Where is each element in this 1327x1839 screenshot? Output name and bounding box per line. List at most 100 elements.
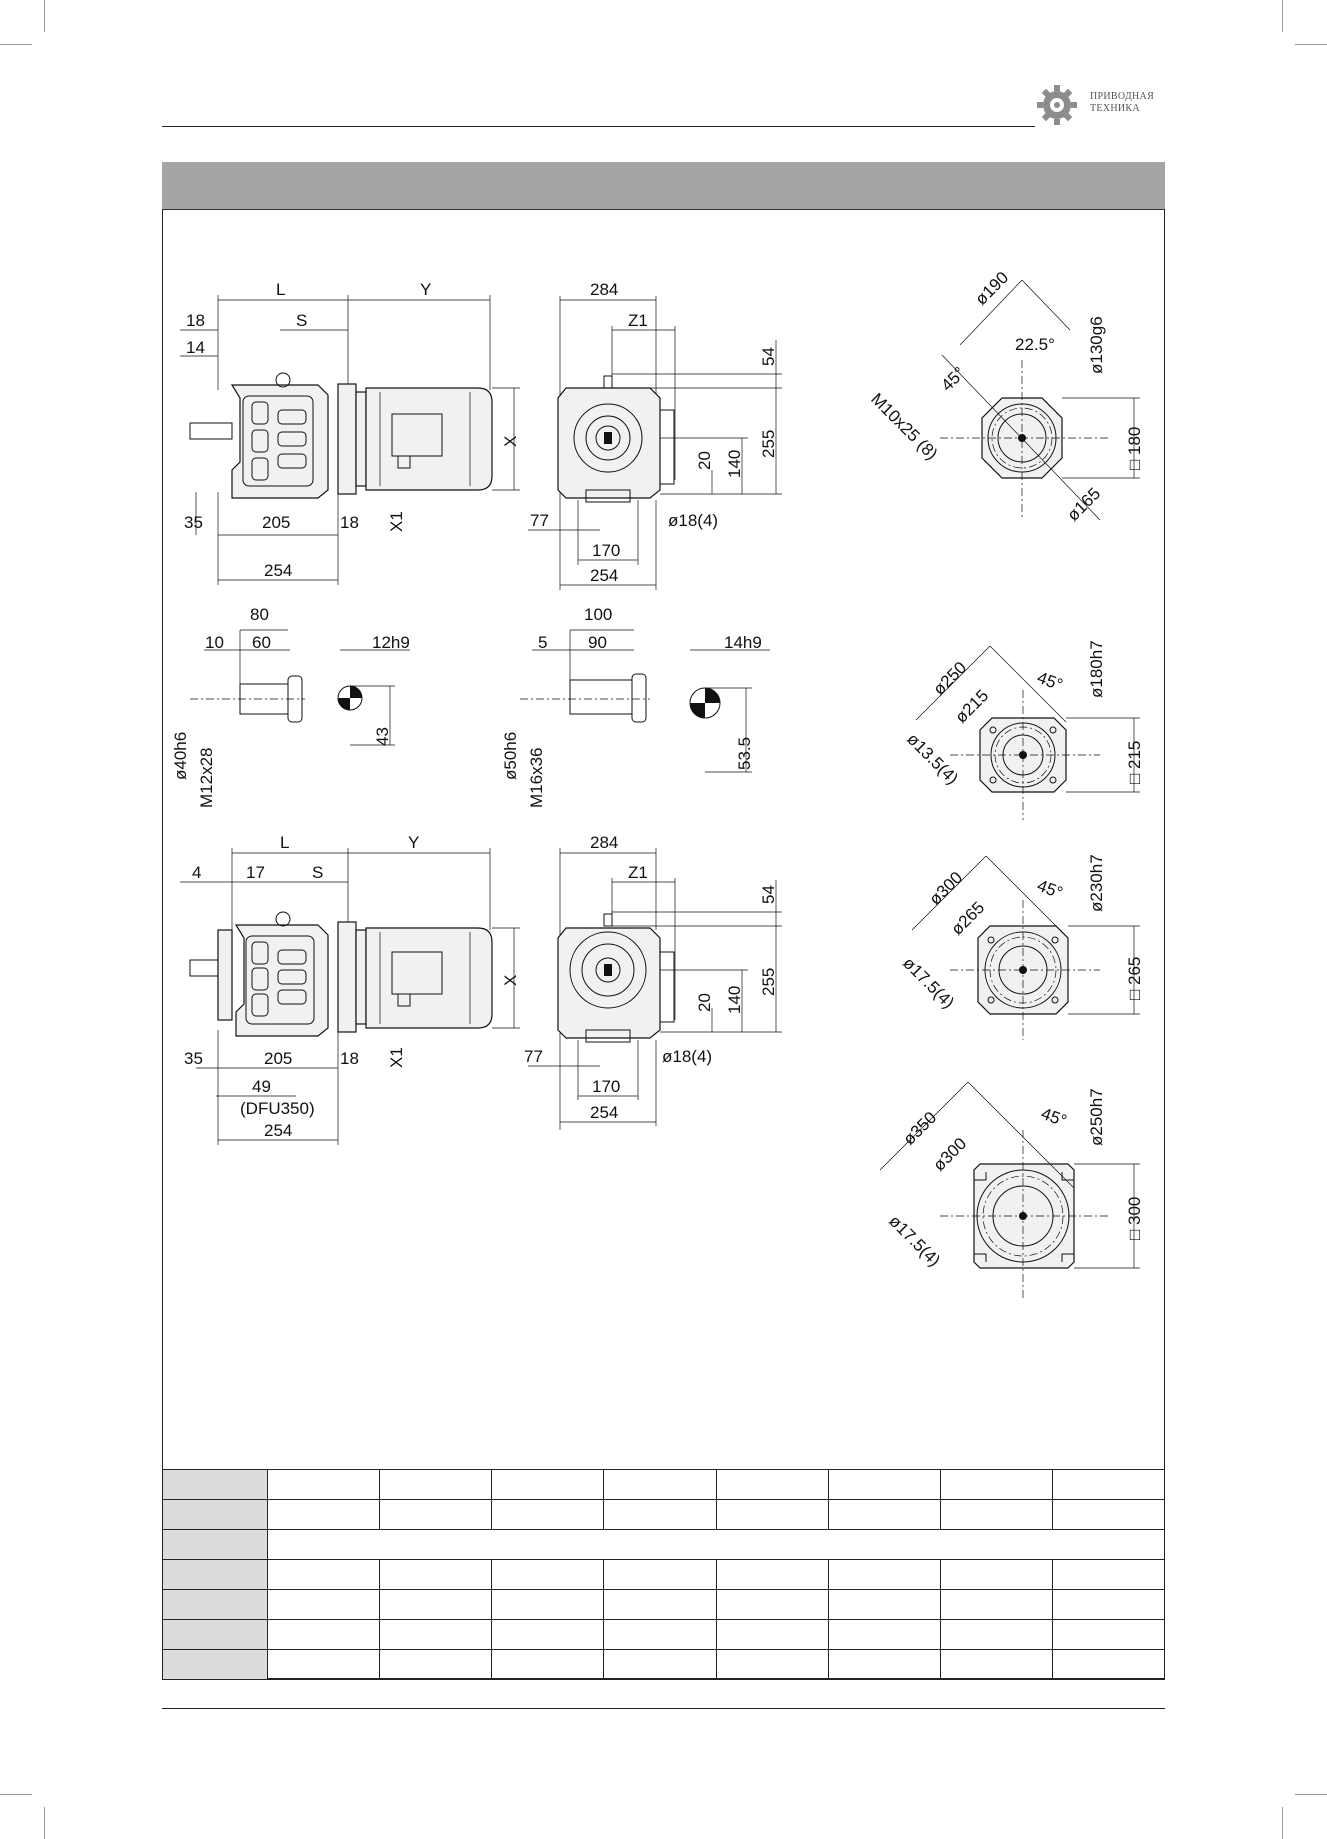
dfu-note: (DFU350) <box>240 1099 315 1118</box>
flange-4: ø350 ø300 45° ø250h7 ø17.5(4) □ 300 <box>879 1081 1144 1300</box>
dim-284-b: 284 <box>590 833 618 852</box>
brand-line-1: ПРИВОДНАЯ <box>1090 91 1155 102</box>
dim-140-b: 140 <box>725 986 744 1014</box>
dim-18: 18 <box>186 311 205 330</box>
dim-254-front: 254 <box>590 566 618 585</box>
table-row <box>162 1589 1166 1620</box>
crop-mark <box>1282 0 1283 32</box>
table-row <box>162 1499 1166 1530</box>
shaft-thread: M12x28 <box>197 748 216 808</box>
dim-18b: 18 <box>340 513 359 532</box>
brand-name: ПРИВОДНАЯ ТЕХНИКА <box>1090 91 1154 115</box>
dim-L: L <box>276 280 285 299</box>
section-header-band <box>162 162 1165 210</box>
dim-255-b: 255 <box>759 968 778 996</box>
dim-80: 80 <box>250 605 269 624</box>
flange-3: ø300 ø265 45° ø230h7 ø17.5(4) □ 265 <box>899 854 1144 1040</box>
key-width-b: 14h9 <box>724 633 762 652</box>
hole-dia: ø18(4) <box>668 511 718 530</box>
dim-77-b: 77 <box>524 1047 543 1066</box>
flange-2: ø250 ø215 45° ø180h7 ø13.5(4) □ 215 <box>903 640 1144 820</box>
flange1-pcd: ø190 <box>971 268 1012 309</box>
dim-35-b: 35 <box>184 1049 203 1068</box>
dim-X-b: X <box>501 975 520 986</box>
crop-mark <box>1295 44 1327 45</box>
dim-54: 54 <box>759 347 778 366</box>
dim-254: 254 <box>264 561 292 580</box>
dim-254-fb: 254 <box>590 1103 618 1122</box>
dim-X1: X1 <box>387 511 406 532</box>
dim-54-b: 54 <box>759 885 778 904</box>
flange2-square: □ 215 <box>1125 741 1144 784</box>
table-row <box>162 1559 1166 1590</box>
brand-line-2: ТЕХНИКА <box>1090 103 1140 114</box>
flange2-outer: ø250 <box>929 658 970 699</box>
flange3-spigot: ø230h7 <box>1087 854 1106 912</box>
flange2-angle: 45° <box>1035 668 1066 695</box>
dim-254-b: 254 <box>264 1121 292 1140</box>
dim-17: 17 <box>246 863 265 882</box>
flange1-angle-1: 22.5° <box>1015 335 1055 354</box>
flange4-pcd: ø300 <box>929 1134 970 1175</box>
shaft-dia-b: ø50h6 <box>501 732 520 780</box>
dim-10: 10 <box>205 633 224 652</box>
flange4-spigot: ø250h7 <box>1087 1088 1106 1146</box>
shaft-dia: ø40h6 <box>171 732 190 780</box>
flange3-angle: 45° <box>1035 876 1066 903</box>
crop-mark <box>44 1807 45 1839</box>
flange4-angle: 45° <box>1039 1104 1070 1131</box>
spec-table <box>162 1469 1166 1680</box>
table-row <box>162 1529 1165 1560</box>
crop-mark <box>44 0 45 32</box>
dim-Z1-b: Z1 <box>628 863 648 882</box>
dim-X: X <box>501 436 520 447</box>
flange1-spigot: ø130g6 <box>1087 316 1106 374</box>
top-rule <box>162 126 1035 127</box>
dim-14: 14 <box>186 338 205 357</box>
dim-4: 4 <box>192 863 201 882</box>
dim-Y-b: Y <box>408 833 419 852</box>
dim-170: 170 <box>592 541 620 560</box>
dim-5: 5 <box>538 633 547 652</box>
flange4-square: □ 300 <box>1125 1197 1144 1240</box>
front-view-top: 284 Z1 54 255 140 20 77 ø18(4) 170 <box>528 280 782 590</box>
flange2-hole: ø13.5(4) <box>903 729 962 788</box>
dim-Z1: Z1 <box>628 311 648 330</box>
dim-Y: Y <box>420 280 431 299</box>
dim-49: 49 <box>252 1077 271 1096</box>
shaft-height-b: 53.5 <box>735 737 754 770</box>
key-width: 12h9 <box>372 633 410 652</box>
dim-X1-b: X1 <box>387 1047 406 1068</box>
flange1-square: □ 180 <box>1125 427 1144 470</box>
dim-100: 100 <box>584 605 612 624</box>
shaft-detail-a: 80 10 60 ø40h6 M12x28 12h9 43 <box>171 605 410 808</box>
gear-logo-icon <box>1037 85 1077 125</box>
flange3-outer: ø300 <box>925 868 966 909</box>
crop-mark <box>1295 1794 1327 1795</box>
dim-S-b: S <box>312 863 323 882</box>
dim-255: 255 <box>759 430 778 458</box>
flange1-thread: M10x25 (8) <box>867 389 941 463</box>
shaft-thread-b: M16x36 <box>527 748 546 808</box>
flange2-pcd: ø215 <box>951 686 992 727</box>
flange-1: ø190 22.5° 45° ø130g6 M10x25 (8) □ 180 ø… <box>867 268 1144 525</box>
dim-18-b: 18 <box>340 1049 359 1068</box>
dim-205: 205 <box>262 513 290 532</box>
dim-L-b: L <box>280 833 289 852</box>
dim-90: 90 <box>588 633 607 652</box>
crop-mark <box>0 1794 32 1795</box>
dim-20: 20 <box>695 451 714 470</box>
flange3-square: □ 265 <box>1125 957 1144 1000</box>
side-view-top: L Y 18 14 S X <box>180 280 520 585</box>
front-view-bottom: 284 Z1 54 255 140 20 77 ø18(4) 170 254 <box>524 833 782 1130</box>
dim-284: 284 <box>590 280 618 299</box>
flange3-pcd: ø265 <box>947 898 988 939</box>
flange4-hole: ø17.5(4) <box>885 1211 944 1270</box>
dim-170-b: 170 <box>592 1077 620 1096</box>
flange1-d165: ø165 <box>1063 484 1104 525</box>
flange3-hole: ø17.5(4) <box>899 953 958 1012</box>
hole-dia-b: ø18(4) <box>662 1047 712 1066</box>
dim-77: 77 <box>530 511 549 530</box>
table-row <box>162 1649 1166 1680</box>
